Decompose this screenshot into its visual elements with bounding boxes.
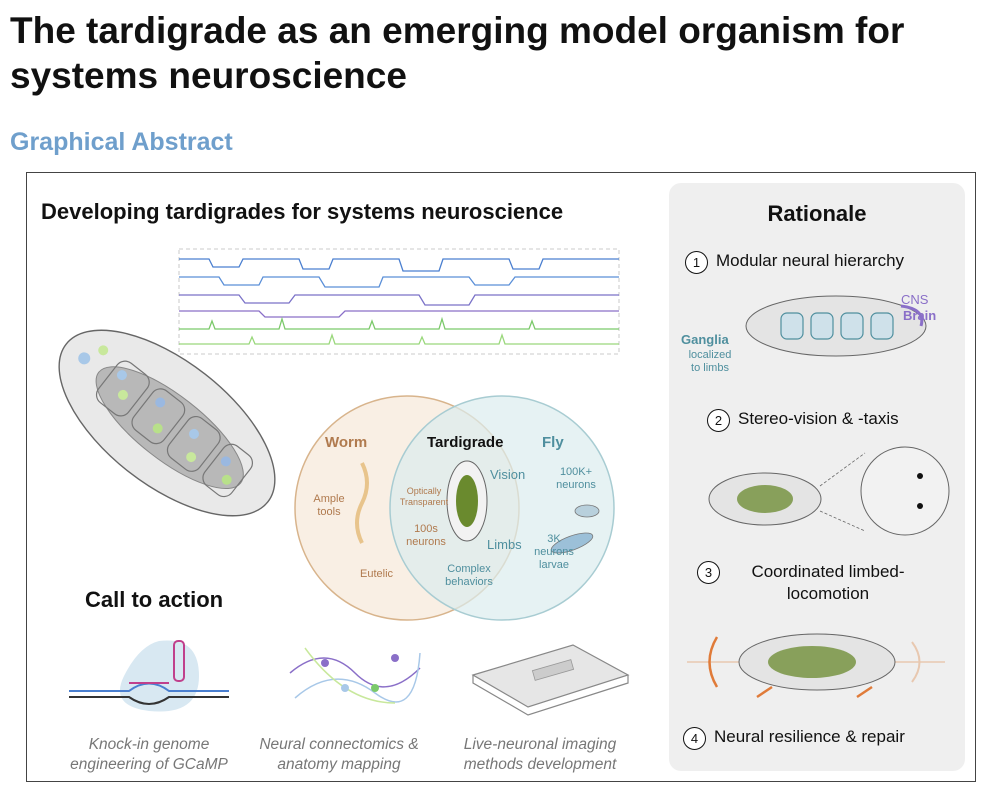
brain-label: Brain <box>903 308 937 323</box>
abstract-heading: Developing tardigrades for systems neuro… <box>41 199 564 224</box>
venn-hundreds-neurons: 100s neurons <box>406 523 446 548</box>
connectomics-icon <box>289 647 421 704</box>
venn-diagram <box>294 395 615 621</box>
graphical-abstract-frame: Developing tardigrades for systems neuro… <box>26 172 976 782</box>
rationale-item-2: 2 Stereo-vision & -taxis <box>707 409 899 432</box>
modular-hierarchy-illustration <box>745 295 927 357</box>
rationale-item-label: Coordinated limbed-locomotion <box>751 562 905 603</box>
venn-fly-neurons: 100K+ neurons <box>556 466 596 491</box>
calcium-traces <box>178 248 620 355</box>
venn-eutelic: Eutelic <box>360 568 394 580</box>
ganglia-sub-label: localized to limbs <box>688 349 732 374</box>
venn-complex-behaviors: Complex behaviors <box>445 563 493 588</box>
rationale-item-label: Neural resilience & repair <box>714 727 905 746</box>
venn-fly-label: Fly <box>542 434 564 451</box>
rationale-item-number: 4 <box>683 727 706 750</box>
rationale-heading: Rationale <box>767 201 867 226</box>
venn-ample-tools: Ample tools <box>313 493 345 518</box>
ganglia-label: Ganglia <box>681 332 729 347</box>
venn-vision: Vision <box>490 467 526 482</box>
venn-tardigrade-label: Tardigrade <box>427 434 504 451</box>
rationale-item-3: 3 Coordinated limbed-locomotion <box>697 561 937 605</box>
venn-optically-transparent: Optically Transparent <box>399 486 449 507</box>
rationale-item-1: 1 Modular neural hierarchy <box>685 251 904 274</box>
locomotion-illustration <box>687 633 945 699</box>
rationale-item-label: Stereo-vision & -taxis <box>738 409 899 428</box>
rationale-item-4: 4 Neural resilience & repair <box>683 727 905 750</box>
rationale-item-number: 1 <box>685 251 708 274</box>
rationale-item-number: 2 <box>707 409 730 432</box>
stereo-vision-illustration <box>708 446 950 536</box>
call-to-action-heading: Call to action <box>85 587 224 612</box>
genome-engineering-icon <box>69 640 229 712</box>
venn-worm-label: Worm <box>325 434 368 451</box>
venn-limbs: Limbs <box>487 537 522 552</box>
cns-label: CNS <box>901 292 929 307</box>
section-subtitle: Graphical Abstract <box>10 128 233 156</box>
rationale-item-label: Modular neural hierarchy <box>716 251 905 270</box>
venn-larvae-neurons: 3K neurons larvae <box>534 533 574 571</box>
cta-caption-connectomics: Neural connectomics & anatomy mapping <box>259 736 419 773</box>
cta-caption-imaging: Live-neuronal imaging methods developmen… <box>463 736 617 773</box>
tardigrade-illustration <box>58 329 276 517</box>
rationale-panel: Rationale 1 Modular neural hierarchy CNS… <box>669 183 965 771</box>
cta-caption-genome: Knock-in genome engineering of GCaMP <box>70 736 228 773</box>
page-title: The tardigrade as an emerging model orga… <box>10 10 905 96</box>
rationale-item-number: 3 <box>697 561 720 584</box>
imaging-device-icon <box>471 644 630 716</box>
